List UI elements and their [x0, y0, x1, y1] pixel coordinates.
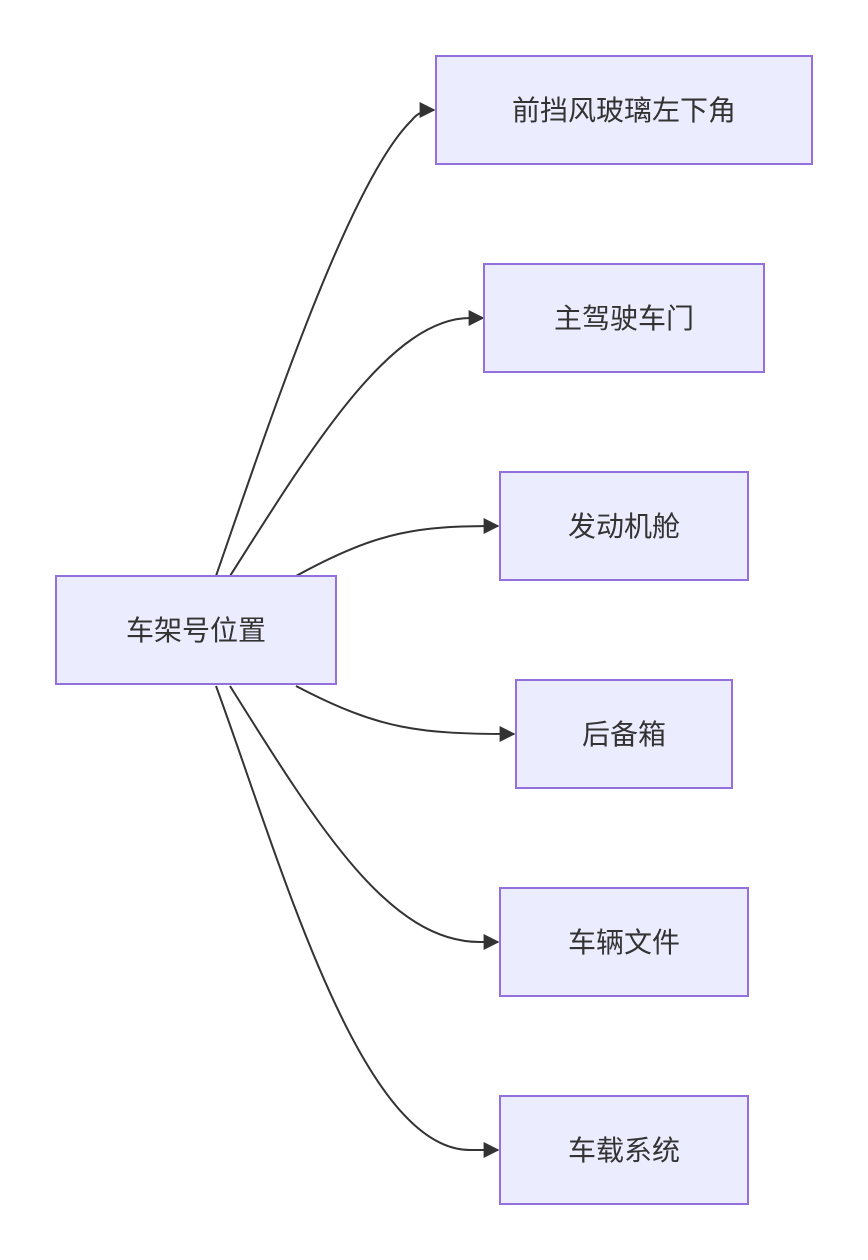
edge-root-to-engine-bay [295, 518, 500, 577]
node-trunk[interactable]: 后备箱 [515, 679, 733, 789]
node-windshield[interactable]: 前挡风玻璃左下角 [435, 55, 813, 165]
node-engine-bay[interactable]: 发动机舱 [499, 471, 749, 581]
edge-root-to-windshield [215, 102, 436, 577]
node-vehicle-documents-box [499, 887, 749, 997]
node-windshield-label: 前挡风玻璃左下角 [512, 94, 736, 127]
edge-root-to-trunk [295, 685, 516, 742]
node-onboard-system[interactable]: 车载系统 [499, 1095, 749, 1205]
edge-root-to-onboard-system [215, 685, 500, 1158]
node-engine-bay-box [499, 471, 749, 581]
node-vehicle-documents[interactable]: 车辆文件 [499, 887, 749, 997]
node-trunk-box [515, 679, 733, 789]
node-root[interactable]: 车架号位置 [55, 575, 337, 685]
edge-root-to-vehicle-documents [229, 685, 500, 950]
node-trunk-label: 后备箱 [582, 718, 666, 751]
node-driver-door-label: 主驾驶车门 [554, 302, 694, 335]
node-onboard-system-box [499, 1095, 749, 1205]
node-driver-door[interactable]: 主驾驶车门 [483, 263, 765, 373]
node-root-label: 车架号位置 [126, 614, 266, 647]
node-windshield-box [435, 55, 813, 165]
node-driver-door-box [483, 263, 765, 373]
edge-root-to-driver-door [229, 310, 485, 577]
node-root-box [55, 575, 337, 685]
node-vehicle-documents-label: 车辆文件 [568, 926, 680, 959]
node-onboard-system-label: 车载系统 [568, 1134, 680, 1167]
node-engine-bay-label: 发动机舱 [568, 510, 680, 543]
edges [215, 102, 516, 1158]
